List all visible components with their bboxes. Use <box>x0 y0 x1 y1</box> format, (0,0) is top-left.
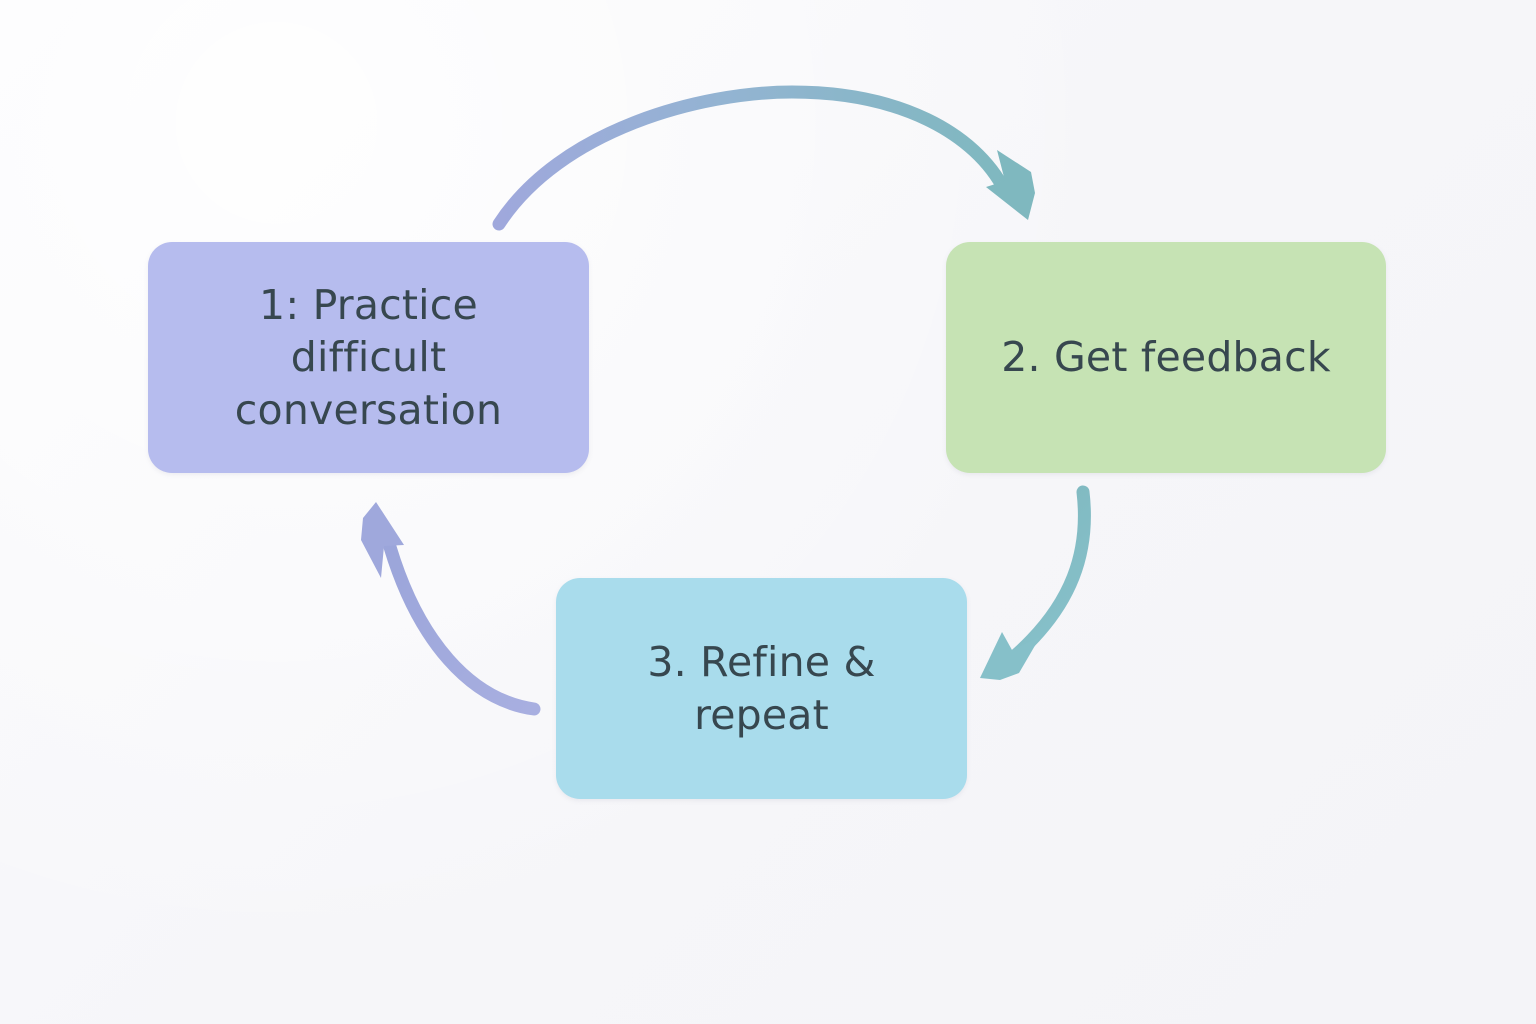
edge-feedback-to-refine <box>980 485 1091 680</box>
node-get-feedback[interactable]: 2. Get feedback <box>946 242 1386 473</box>
edge-practice-to-feedback-arrowhead <box>986 150 1035 220</box>
node-refine-and-repeat[interactable]: 3. Refine & repeat <box>556 578 967 799</box>
node-feedback-label: 2. Get feedback <box>1001 333 1331 382</box>
edge-refine-to-practice-path <box>383 540 541 716</box>
edge-practice-to-feedback-path <box>492 85 1012 231</box>
edge-feedback-to-refine-arrowhead <box>980 632 1040 680</box>
edge-practice-to-feedback <box>492 85 1035 231</box>
node-practice-difficult-conversation[interactable]: 1: Practice difficult conversation <box>148 242 589 473</box>
node-practice-label: 1: Practice difficult conversation <box>234 280 503 434</box>
edge-refine-to-practice-arrowhead <box>361 502 404 578</box>
node-refine-label: 3. Refine & repeat <box>647 638 876 739</box>
edge-refine-to-practice <box>361 502 541 716</box>
edge-feedback-to-refine-path <box>1009 485 1091 662</box>
